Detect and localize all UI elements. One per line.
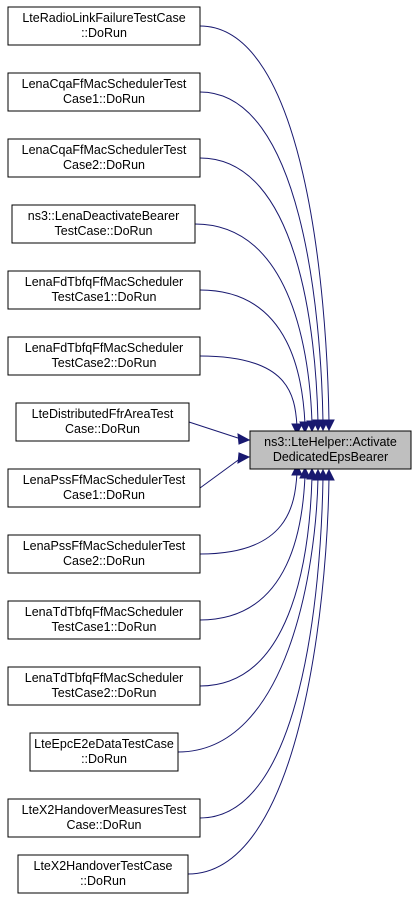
caller-node-line-1: LteX2HandoverMeasuresTest <box>22 803 187 817</box>
caller-node-line-2: TestCase2::DoRun <box>52 686 157 700</box>
caller-node-line-2: Case::DoRun <box>65 422 140 436</box>
call-edge-lena-fd-tbfq-2 <box>199 355 298 427</box>
caller-node-box <box>7 336 201 376</box>
caller-node-box <box>7 270 201 310</box>
caller-nodes: LteRadioLinkFailureTestCase::DoRunLenaCq… <box>7 6 201 894</box>
call-edges <box>177 25 335 875</box>
caller-node-line-1: LenaCqaFfMacSchedulerTest <box>22 143 187 157</box>
caller-node-line-1: LenaTdTbfqFfMacScheduler <box>25 605 183 619</box>
caller-node-line-2: TestCase2::DoRun <box>52 356 157 370</box>
target-node-box <box>249 430 412 470</box>
call-edge-lena-fd-tbfq-1 <box>199 289 306 425</box>
caller-node-lte-epc-e2e-data[interactable]: LteEpcE2eDataTestCase::DoRun <box>29 732 179 772</box>
caller-node-line-1: LteDistributedFfrAreaTest <box>32 407 174 421</box>
target-node-line-2: DedicatedEpsBearer <box>273 450 388 464</box>
call-edge-lte-x2-handover-measures <box>199 477 324 819</box>
call-edge-lte-radio-link-failure <box>199 25 330 423</box>
caller-node-line-1: LenaFdTbfqFfMacScheduler <box>25 275 183 289</box>
caller-node-line-2: Case1::DoRun <box>63 488 145 502</box>
caller-node-box <box>7 666 201 706</box>
caller-node-line-2: Case1::DoRun <box>63 92 145 106</box>
caller-node-box <box>15 402 190 442</box>
target-node[interactable]: ns3::LteHelper::Activate DedicatedEpsBea… <box>249 430 412 470</box>
caller-node-line-2: ::DoRun <box>80 874 126 888</box>
caller-node-line-2: Case2::DoRun <box>63 554 145 568</box>
caller-node-box <box>7 138 201 178</box>
arrowhead-lena-pss-2 <box>291 463 303 476</box>
caller-node-line-1: LteEpcE2eDataTestCase <box>34 737 174 751</box>
caller-node-box <box>7 534 201 574</box>
arrowhead-lena-pss-1 <box>237 452 251 464</box>
caller-node-line-2: TestCase1::DoRun <box>52 620 157 634</box>
caller-node-line-2: TestCase1::DoRun <box>52 290 157 304</box>
call-edge-lena-cqa-1 <box>199 91 324 423</box>
call-edge-lena-deactivate-bearer <box>194 223 313 424</box>
caller-node-box <box>7 798 201 838</box>
call-edge-lte-distributed-ffr <box>188 421 242 440</box>
caller-node-line-1: LenaPssFfMacSchedulerTest <box>23 473 186 487</box>
caller-node-line-1: LteRadioLinkFailureTestCase <box>22 11 185 25</box>
arrowhead-lte-x2-handover <box>323 468 335 481</box>
caller-node-line-2: ::DoRun <box>81 26 127 40</box>
caller-node-line-1: LenaPssFfMacSchedulerTest <box>23 539 186 553</box>
call-edge-lte-x2-handover <box>187 477 330 875</box>
caller-node-line-1: LenaFdTbfqFfMacScheduler <box>25 341 183 355</box>
caller-node-box <box>17 854 189 894</box>
caller-node-box <box>7 468 201 508</box>
caller-node-line-1: LenaTdTbfqFfMacScheduler <box>25 671 183 685</box>
arrowhead-lena-fd-tbfq-1 <box>299 421 311 434</box>
target-node-line-1: ns3::LteHelper::Activate <box>264 435 397 449</box>
caller-node-box <box>7 72 201 112</box>
caller-node-box <box>29 732 179 772</box>
caller-node-lte-radio-link-failure[interactable]: LteRadioLinkFailureTestCase::DoRun <box>7 6 201 46</box>
call-edge-lena-pss-2 <box>199 472 298 555</box>
caller-node-lte-x2-handover[interactable]: LteX2HandoverTestCase::DoRun <box>17 854 189 894</box>
caller-node-box <box>7 600 201 640</box>
caller-node-box <box>7 6 201 46</box>
caller-node-line-2: Case::DoRun <box>66 818 141 832</box>
caller-node-line-1: LteX2HandoverTestCase <box>34 859 173 873</box>
arrowhead-lena-td-tbfq-1 <box>299 466 311 479</box>
caller-node-line-2: Case2::DoRun <box>63 158 145 172</box>
call-edge-lena-td-tbfq-2 <box>199 476 313 687</box>
caller-node-line-2: ::DoRun <box>81 752 127 766</box>
caller-node-box <box>11 204 196 244</box>
caller-node-line-1: ns3::LenaDeactivateBearer <box>28 209 179 223</box>
call-edge-lte-epc-e2e-data <box>177 477 319 753</box>
call-edge-lena-td-tbfq-1 <box>199 475 306 621</box>
call-edge-lena-cqa-2 <box>199 157 319 423</box>
caller-node-line-2: TestCase::DoRun <box>55 224 153 238</box>
arrowhead-lena-fd-tbfq-2 <box>291 423 303 436</box>
call-edge-lena-pss-1 <box>199 457 242 489</box>
arrowhead-lte-distributed-ffr <box>237 433 251 445</box>
caller-node-line-1: LenaCqaFfMacSchedulerTest <box>22 77 187 91</box>
